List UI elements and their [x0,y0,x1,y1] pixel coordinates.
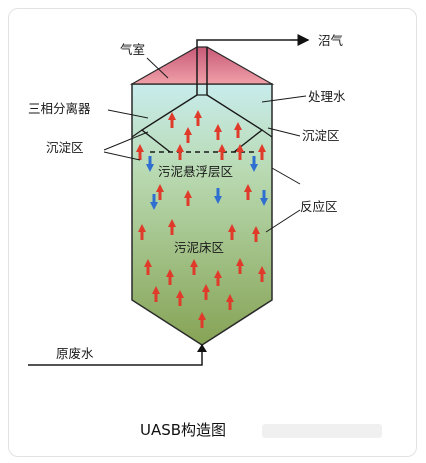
label-three-phase-separator: 三相分离器 [28,101,91,116]
label-settling-zone-right: 沉淀区 [302,128,340,143]
label-raw-wastewater: 原废水 [56,346,94,361]
figure-caption: UASB构造图 [140,421,226,439]
gas-chamber-roof [129,46,275,85]
label-gas-chamber: 气室 [120,42,145,57]
label-sludge-suspension-zone: 污泥悬浮层区 [158,164,233,179]
inlet-pipe [28,345,203,366]
gas-pipe [196,39,290,95]
label-reaction-zone: 反应区 [300,199,338,214]
gas-bubble-arrows [136,110,266,328]
label-biogas: 沼气 [318,33,344,48]
leader-lines [103,57,307,233]
label-sludge-bed-zone: 污泥床区 [174,240,224,255]
settling-sludge-arrows [146,156,268,210]
label-settling-zone-left: 沉淀区 [46,140,84,155]
watermark-blur [262,424,382,438]
label-treated-water: 处理水 [308,89,346,104]
